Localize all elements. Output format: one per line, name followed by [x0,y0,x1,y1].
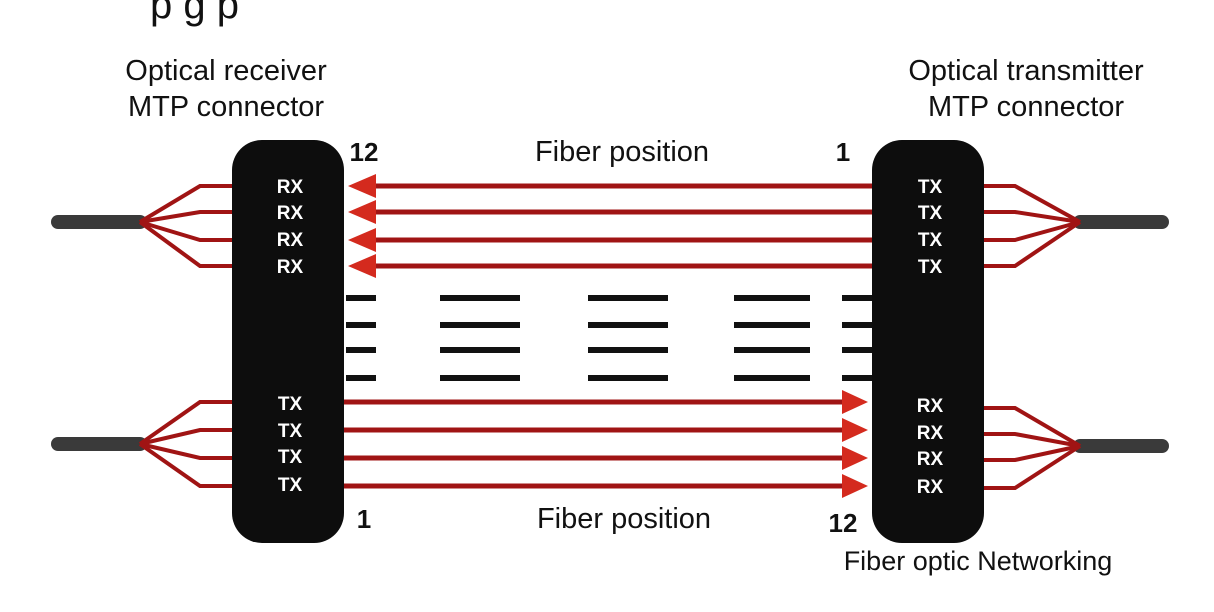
breakout-fiber [980,432,1081,448]
fiber-arrow-left [348,228,376,252]
port-label: RX [917,477,944,498]
right-connector-subtitle: MTP connector [928,91,1124,123]
breakout-fiber [980,444,1081,462]
left-top-port-labels: RX RX RX RX [277,177,304,278]
bottom-fiber-position-label: Fiber position [537,503,711,535]
breakout-fiber [138,442,236,488]
breakout-fiber [139,428,236,446]
right-top-port-labels: TX TX TX TX [918,177,943,278]
right-connector-title: Optical transmitter [908,55,1144,87]
port-label: TX [918,230,943,251]
port-label: TX [278,421,303,442]
port-label: TX [278,475,303,496]
breakout-fiber [980,444,1082,490]
breakout-fiber [139,220,236,242]
breakout-fiber [138,220,236,268]
fiber-arrow-right [842,446,868,470]
brand-caption: Fiber optic Networking [844,546,1113,576]
breakout-fiber [138,400,236,446]
port-label: TX [918,257,943,278]
top-fiber-position-label: Fiber position [535,136,709,168]
top-right-position-number: 1 [836,137,850,167]
port-label: TX [278,447,303,468]
port-label: RX [917,423,944,444]
cropped-top-text: p g p [150,0,239,27]
fiber-arrow-right [842,474,868,498]
fiber-arrow-left [348,200,376,224]
breakout-fiber [980,406,1082,448]
unused-fiber-positions [346,295,872,381]
breakout-fiber [139,442,236,460]
breakout-fiber [139,210,236,224]
fiber-group-top [348,174,876,278]
port-label: RX [277,203,304,224]
breakout-fiber [980,220,1082,268]
right-mtp-connector [872,140,984,543]
fiber-group-bottom [340,390,868,498]
port-label: TX [918,177,943,198]
top-left-position-number: 12 [350,137,379,167]
port-label: TX [918,203,943,224]
fiber-arrow-left [348,174,376,198]
left-connector-subtitle: MTP connector [128,91,324,123]
fiber-arrow-left [348,254,376,278]
fanout-group [51,184,1169,490]
port-label: TX [278,394,303,415]
left-connector-title: Optical receiver [125,55,327,87]
fiber-arrow-right [842,418,868,442]
left-bottom-port-labels: TX TX TX TX [278,394,303,496]
port-label: RX [277,177,304,198]
port-label: RX [917,396,944,417]
bottom-left-position-number: 1 [357,504,371,534]
breakout-fiber [980,210,1081,224]
right-bottom-port-labels: RX RX RX RX [917,396,944,498]
breakout-fiber [980,220,1081,242]
port-label: RX [917,449,944,470]
breakout-fiber [138,184,236,224]
port-label: RX [277,257,304,278]
port-label: RX [277,230,304,251]
bottom-right-position-number: 12 [829,508,858,538]
breakout-fiber [980,184,1081,224]
left-mtp-connector [232,140,344,543]
fiber-arrow-right [842,390,868,414]
